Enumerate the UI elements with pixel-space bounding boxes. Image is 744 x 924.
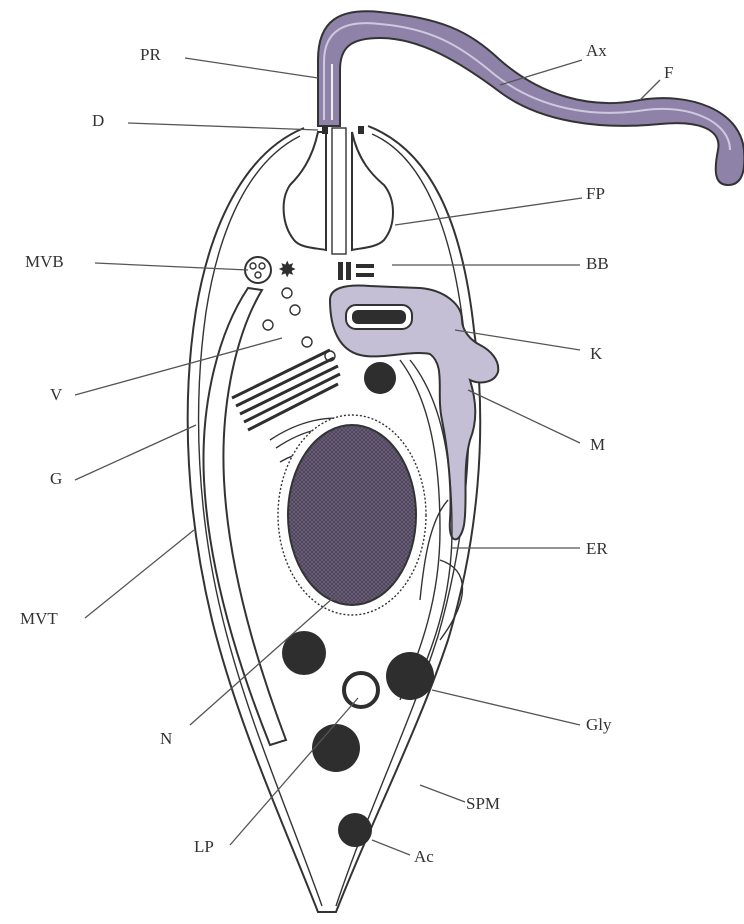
golgi-apparatus (232, 350, 340, 430)
flagellum (318, 11, 744, 185)
flagellar-pocket (284, 132, 326, 250)
label-g: G (50, 470, 62, 487)
vesicle (290, 305, 300, 315)
label-gly: Gly (586, 716, 612, 733)
label-bb: BB (586, 255, 609, 272)
basal-body-1 (338, 262, 343, 280)
desmosome-right (358, 126, 364, 134)
desmosome-left (322, 126, 328, 134)
vesicle (302, 337, 312, 347)
label-v: V (50, 386, 62, 403)
label-m: M (590, 436, 605, 453)
basal-body-4 (356, 273, 374, 277)
acidocalcisome-upper (364, 362, 396, 394)
flagellar-pocket-right (352, 132, 393, 250)
label-n: N (160, 730, 172, 747)
acidocalcisome (338, 813, 372, 847)
multivesicular-body (245, 257, 271, 283)
vesicle (263, 320, 273, 330)
vesicle (282, 288, 292, 298)
label-fp: FP (586, 185, 605, 202)
lipid-droplet (344, 673, 378, 707)
label-mvb: MVB (25, 253, 64, 270)
label-f: F (664, 64, 673, 81)
glycosome-lower (312, 724, 360, 772)
starburst-icon: ✸ (278, 258, 296, 283)
basal-body-2 (346, 262, 351, 280)
nucleus (288, 425, 416, 605)
label-er: ER (586, 540, 608, 557)
label-mvt: MVT (20, 610, 58, 627)
label-k: K (590, 345, 602, 362)
label-pr: PR (140, 46, 161, 63)
label-ax: Ax (586, 42, 607, 59)
basal-body-shaft (332, 128, 346, 254)
label-d: D (92, 112, 104, 129)
basal-body-3 (356, 264, 374, 268)
label-ac: Ac (414, 848, 434, 865)
kinetoplast-dna (352, 310, 406, 324)
label-spm: SPM (466, 795, 500, 812)
label-lp: LP (194, 838, 214, 855)
glycosome-right (386, 652, 434, 700)
